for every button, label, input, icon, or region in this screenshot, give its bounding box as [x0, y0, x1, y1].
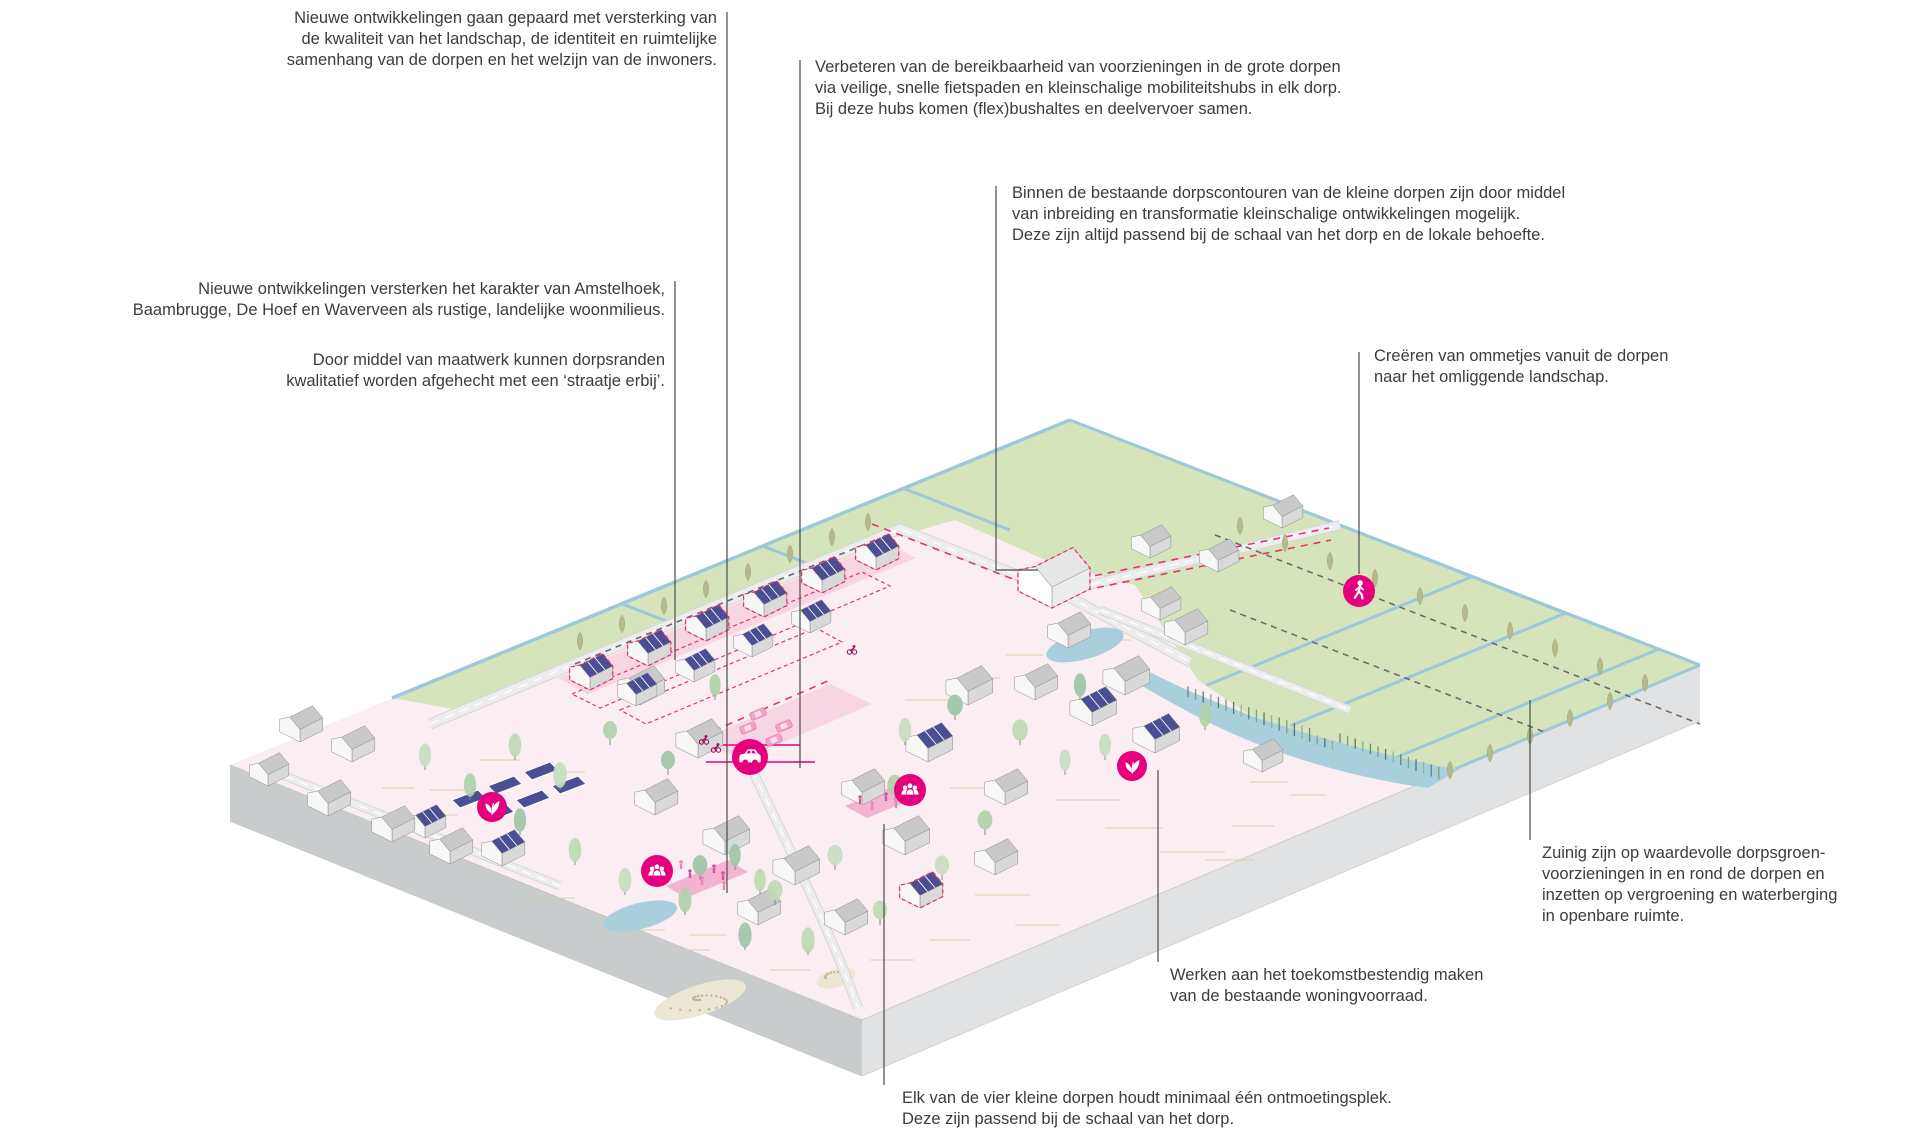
street-life: [679, 645, 898, 890]
trees: [418, 512, 1648, 955]
meeting-icon: [641, 855, 673, 887]
annotation-landscape-quality: Nieuwe ontwikkelingen gaan gepaard met v…: [286, 9, 717, 69]
greenery-icon: [1117, 751, 1147, 781]
shared-car-icon: [732, 739, 768, 775]
pedestrian-icon: [1343, 575, 1375, 607]
annotation-village-character: Nieuwe ontwikkelingen versterken het kar…: [132, 280, 665, 319]
meeting-icon: [894, 774, 926, 806]
annotation-accessibility-hubs: Verbeteren van de bereikbaarheid van voo…: [815, 58, 1342, 118]
greenery-icon: [477, 792, 507, 822]
annotation-walking-loops: Creëren van ommetjes vanuit de dorpen na…: [1374, 347, 1669, 386]
annotation-future-proof-housing: Werken aan het toekomstbestendig maken v…: [1170, 966, 1484, 1005]
marker-badges: [477, 575, 1375, 887]
water-features: [602, 627, 1458, 1021]
leader-line-infill-transformation: [995, 186, 1038, 571]
annotation-village-edges: Door middel van maatwerk kunnen dorpsran…: [286, 351, 665, 390]
leader-lines: [674, 12, 1531, 1085]
annotation-meeting-places: Elk van de vier kleine dorpen houdt mini…: [902, 1089, 1392, 1128]
annotation-infill-transformation: Binnen de bestaande dorpscontouren van d…: [1012, 184, 1566, 244]
annotation-village-green: Zuinig zijn op waardevolle dorpsgroen- v…: [1542, 844, 1838, 925]
houses: [249, 494, 1304, 936]
